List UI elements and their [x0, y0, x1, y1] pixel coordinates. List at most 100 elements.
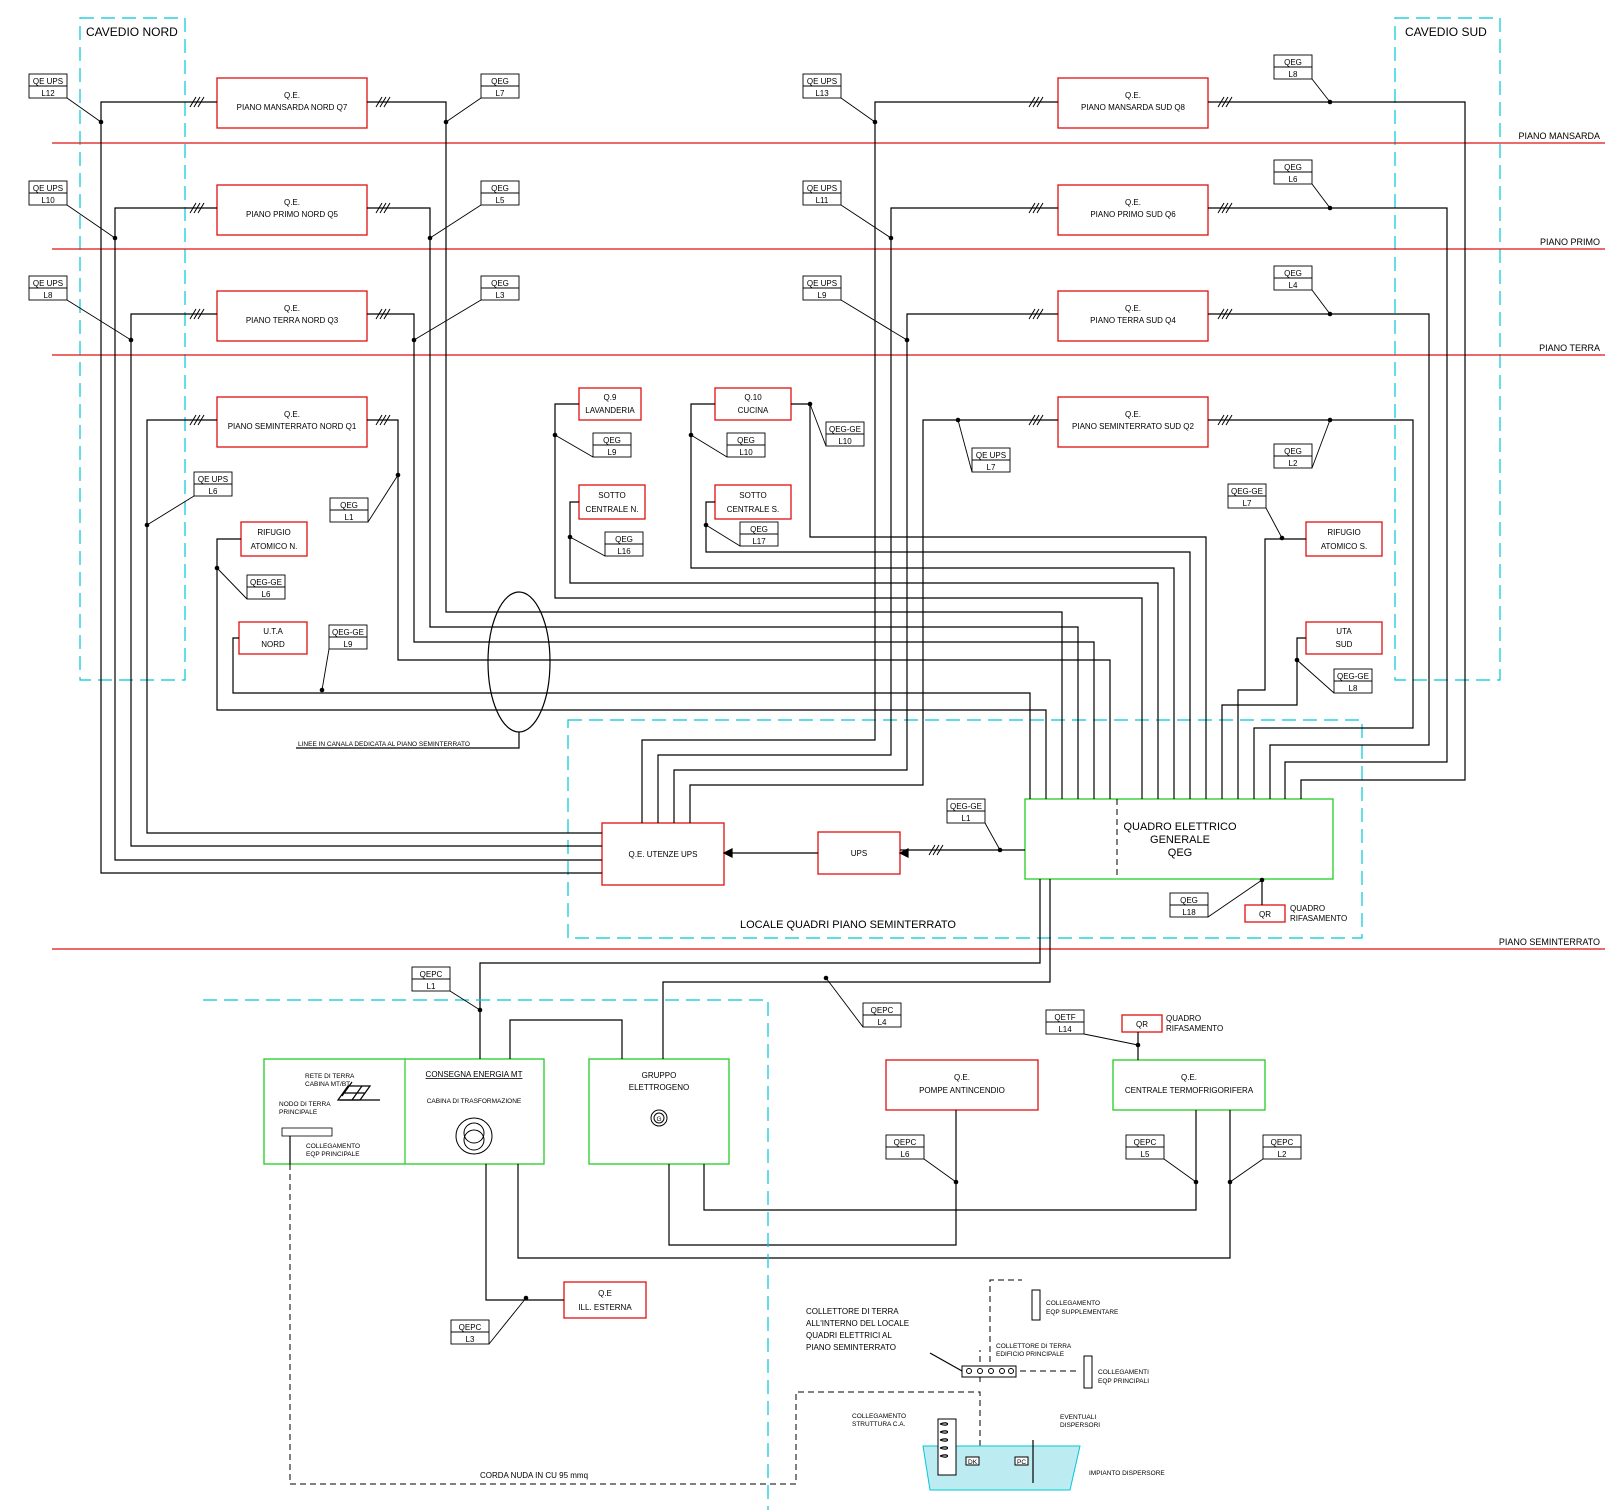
cable-tag-text: QEPC — [459, 1323, 482, 1332]
cable-tag-text: L7 — [987, 463, 996, 472]
panel-rifugio-atomico-n[interactable]: RIFUGIO ATOMICO N. — [240, 521, 308, 557]
cable-tag-text: L2 — [1289, 459, 1298, 468]
svg-text:QEG: QEG — [1168, 847, 1192, 859]
svg-text:EDIFICIO PRINCIPALE: EDIFICIO PRINCIPALE — [996, 1351, 1065, 1358]
svg-text:QR: QR — [1136, 1020, 1148, 1029]
cable-tag-text: QEG-GE — [1231, 487, 1263, 496]
svg-text:QUADRI ELETTRICI AL: QUADRI ELETTRICI AL — [806, 1331, 892, 1340]
svg-text:RIFUGIO: RIFUGIO — [257, 528, 290, 537]
panel-ups-users[interactable]: Q.E. UTENZE UPS — [601, 822, 725, 886]
svg-text:EVENTUALI: EVENTUALI — [1060, 1414, 1096, 1421]
cable-tag-text: L4 — [878, 1018, 887, 1027]
svg-text:UTA: UTA — [1336, 627, 1352, 636]
panel-cabina-mt[interactable]: CONSEGNA ENERGIA MT CABINA DI TRASFORMAZ… — [263, 1058, 545, 1165]
svg-text:QUADRO: QUADRO — [1290, 904, 1325, 913]
panel-q2[interactable]: Q.E. PIANO SEMINTERRATO SUD Q2 — [1057, 396, 1209, 448]
svg-text:PIANO SEMINTERRATO NORD Q1: PIANO SEMINTERRATO NORD Q1 — [228, 422, 357, 431]
svg-text:IMPIANTO DISPERSORE: IMPIANTO DISPERSORE — [1089, 1470, 1165, 1477]
transformer-icon — [455, 1117, 493, 1155]
panel-q1[interactable]: Q.E. PIANO SEMINTERRATO NORD Q1 — [216, 396, 368, 448]
panel-qr-termofrig[interactable]: QR QUADRO RIFASAMENTO — [1121, 1014, 1223, 1033]
shaft-north: CAVEDIO NORD — [79, 17, 186, 681]
junction-dot — [1327, 311, 1333, 317]
cable-tag-text: L1 — [962, 814, 971, 823]
cable-tag-text: L12 — [41, 89, 55, 98]
junction-dot — [997, 847, 1003, 853]
junction-dot — [888, 235, 894, 241]
panel-sotto-centrale-n[interactable]: SOTTO CENTRALE N. — [578, 484, 646, 520]
panel-rifugio-atomico-s[interactable]: RIFUGIO ATOMICO S. — [1305, 521, 1383, 557]
cable-slash-mark — [1028, 308, 1044, 320]
cable-slash-mark — [375, 414, 391, 426]
junction-dot — [144, 522, 150, 528]
junction-dot — [823, 975, 829, 981]
panel-q9-lavanderia[interactable]: Q.9 LAVANDERIA — [578, 387, 642, 421]
floor-label-first: PIANO PRIMO — [1540, 237, 1600, 247]
cable-slash-mark — [1217, 96, 1233, 108]
svg-text:PIANO PRIMO NORD Q5: PIANO PRIMO NORD Q5 — [246, 210, 339, 219]
panel-uta-sud[interactable]: UTA SUD — [1305, 621, 1383, 655]
cable-slash-mark — [1028, 96, 1044, 108]
floor-label-attic: PIANO MANSARDA — [1518, 131, 1600, 141]
cable-tag-text: L5 — [496, 196, 505, 205]
earth-node-bar — [281, 1127, 333, 1137]
junction-dot — [1279, 535, 1285, 541]
cable-tag-text: QEG — [1284, 447, 1302, 456]
panel-centrale-termofrigorifera[interactable]: Q.E. CENTRALE TERMOFRIGORIFERA — [1112, 1059, 1266, 1111]
svg-text:RETE DI TERRA: RETE DI TERRA — [305, 1073, 355, 1080]
svg-text:SUD: SUD — [1336, 640, 1353, 649]
svg-text:COLLEGAMENTO: COLLEGAMENTO — [306, 1143, 360, 1150]
svg-text:PIANO TERRA SUD Q4: PIANO TERRA SUD Q4 — [1090, 316, 1176, 325]
panel-q8[interactable]: Q.E. PIANO MANSARDA SUD Q8 — [1057, 77, 1209, 129]
cable-tag-qeg-l2: QEG L2 — [1273, 417, 1333, 469]
svg-text:CENTRALE TERMOFRIGORIFERA: CENTRALE TERMOFRIGORIFERA — [1125, 1086, 1254, 1095]
panel-q10-cucina[interactable]: Q.10 CUCINA — [714, 387, 792, 421]
panel-ill-esterna[interactable]: Q.E ILL. ESTERNA — [563, 1281, 647, 1319]
cable-tag-text: L8 — [44, 291, 53, 300]
generator-icon: G — [656, 1116, 661, 1123]
junction-dot — [395, 472, 401, 478]
svg-text:ALL'INTERNO DEL LOCALE: ALL'INTERNO DEL LOCALE — [806, 1319, 909, 1328]
cable-tag-text: QE UPS — [198, 475, 228, 484]
cable-slash-mark — [928, 844, 944, 856]
junction-dot — [1259, 877, 1265, 883]
svg-text:Q.E.: Q.E. — [1125, 410, 1141, 419]
cable-slash-mark — [1217, 414, 1233, 426]
panel-qeg-main[interactable]: QUADRO ELETTRICO GENERALE QEG — [1024, 798, 1334, 880]
cable-slash-mark — [375, 308, 391, 320]
panel-sotto-centrale-s[interactable]: SOTTO CENTRALE S. — [714, 484, 792, 520]
cable-tag-text: L9 — [818, 291, 827, 300]
panel-qr-rifasamento[interactable]: QR QUADRO RIFASAMENTO — [1244, 904, 1347, 923]
svg-text:CABINA DI TRASFORMAZIONE: CABINA DI TRASFORMAZIONE — [427, 1098, 522, 1105]
svg-text:DK: DK — [968, 1459, 978, 1466]
panel-q6[interactable]: Q.E. PIANO PRIMO SUD Q6 — [1057, 184, 1209, 236]
panel-q3[interactable]: Q.E. PIANO TERRA NORD Q3 — [216, 290, 368, 342]
panel-gruppo-elettrogeno[interactable]: GRUPPO ELETTROGENO G — [588, 1058, 730, 1165]
panel-q7[interactable]: Q.E. PIANO MANSARDA NORD Q7 — [216, 77, 368, 129]
cable-tag-text: QEG — [1284, 269, 1302, 278]
panel-ups[interactable]: UPS — [817, 831, 901, 875]
panel-q5[interactable]: Q.E. PIANO PRIMO NORD Q5 — [216, 184, 368, 236]
svg-text:ATOMICO S.: ATOMICO S. — [1321, 542, 1367, 551]
svg-text:SOTTO: SOTTO — [598, 491, 625, 500]
junction-dot — [807, 401, 813, 407]
svg-text:RIFASAMENTO: RIFASAMENTO — [1166, 1024, 1223, 1033]
cable-slash-mark — [1217, 308, 1233, 320]
panel-q4[interactable]: Q.E. PIANO TERRA SUD Q4 — [1057, 290, 1209, 342]
svg-text:POMPE ANTINCENDIO: POMPE ANTINCENDIO — [919, 1086, 1005, 1095]
junction-dot — [112, 235, 118, 241]
junction-dot — [953, 1179, 959, 1185]
cable-tag-text: QEG — [750, 525, 768, 534]
panel-uta-nord[interactable]: U.T.A NORD — [238, 621, 308, 655]
cable-tag-text: L6 — [209, 487, 218, 496]
svg-text:U.T.A: U.T.A — [263, 627, 283, 636]
svg-text:COLLETTORE DI TERRA: COLLETTORE DI TERRA — [996, 1343, 1072, 1350]
shaft-south-label: CAVEDIO SUD — [1405, 25, 1487, 39]
panel-pompe-antincendio[interactable]: Q.E. POMPE ANTINCENDIO — [885, 1059, 1039, 1111]
